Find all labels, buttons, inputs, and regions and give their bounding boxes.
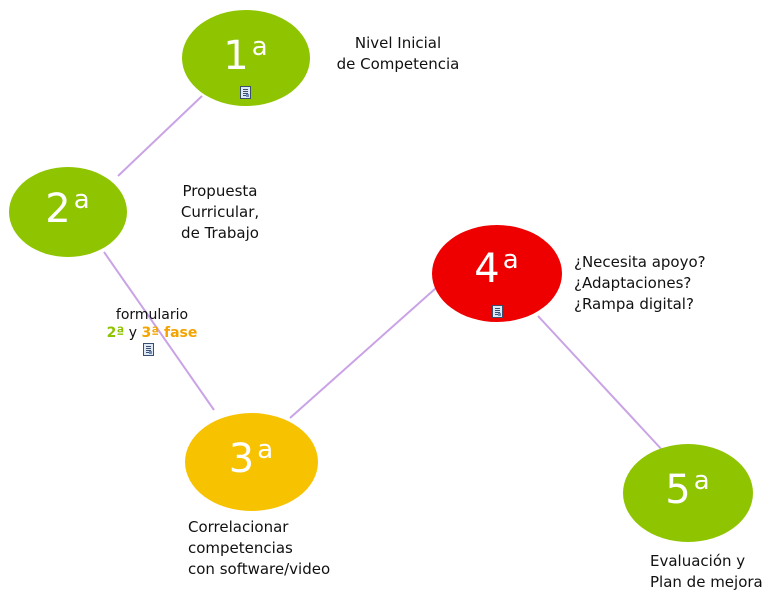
node-2[interactable]: 2a [9, 167, 127, 257]
connector-1-2 [117, 95, 203, 177]
node-1-caption: Nivel Inicial de Competencia [336, 34, 460, 73]
connector-4-5 [537, 315, 665, 453]
node-2-label: 2a [45, 185, 91, 232]
node-5-label: 5a [665, 466, 711, 513]
node-5[interactable]: 5a [623, 444, 753, 542]
node-5-caption: Evaluación y Plan de mejora [650, 552, 763, 591]
node-2-caption: Propuesta Curricular, de Trabajo [180, 182, 260, 242]
node-1[interactable]: 1a [182, 10, 310, 106]
node-3-label: 3a [228, 435, 275, 482]
form-link-title: formulario [115, 307, 189, 323]
node-3[interactable]: 3a [185, 413, 318, 511]
node-1-label: 1a [223, 32, 269, 79]
node-4[interactable]: 4a [432, 225, 562, 322]
form-link-phases: 2ª y 3ª fase [106, 325, 198, 341]
document-icon[interactable] [240, 86, 251, 99]
node-4-label: 4a [474, 245, 520, 292]
document-icon[interactable] [492, 305, 503, 318]
connector-3-4 [289, 287, 437, 419]
document-icon[interactable] [143, 343, 154, 356]
form-link-label[interactable]: formulario 2ª y 3ª fase [96, 306, 208, 342]
node-4-caption: ¿Necesita apoyo? ¿Adaptaciones? ¿Rampa d… [574, 253, 706, 313]
connector-2-3 [103, 251, 215, 411]
node-3-caption: Correlacionar competencias con software/… [188, 518, 331, 578]
